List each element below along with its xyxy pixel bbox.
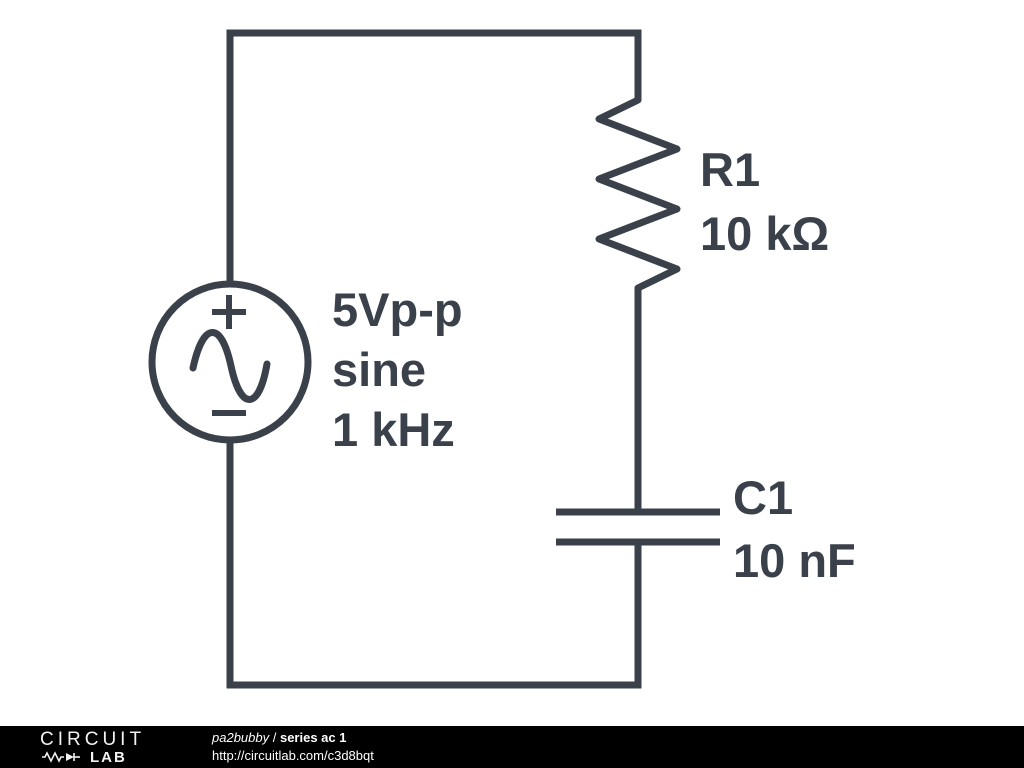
footer-separator: / xyxy=(269,730,280,746)
capacitor-symbol xyxy=(556,508,720,546)
footer-bar: CIRCUIT LAB pa2bubby / series ac 1 http:… xyxy=(0,726,1024,768)
circuit-schematic: 5Vp-p sine 1 kHz R1 10 kΩ C1 10 nF xyxy=(148,29,856,689)
footer-meta: pa2bubby / series ac 1 http://circuitlab… xyxy=(212,729,374,764)
resistor-name-label: R1 xyxy=(700,143,760,196)
capacitor-name-label: C1 xyxy=(733,471,793,524)
logo-circuit-text: CIRCUIT xyxy=(40,728,146,750)
source-label-line2: sine xyxy=(332,343,426,396)
logo-lab-text: LAB xyxy=(90,748,127,766)
footer-circuit-title: series ac 1 xyxy=(279,730,347,746)
logo-bottom-row: LAB xyxy=(40,750,176,765)
plus-sign-icon xyxy=(212,295,246,329)
source-label-line3: 1 kHz xyxy=(332,403,455,456)
footer-author-title-line: pa2bubby / series ac 1 xyxy=(212,729,374,747)
source-label-line1: 5Vp-p xyxy=(332,283,463,336)
circuitlab-logo: CIRCUIT LAB xyxy=(40,730,176,765)
capacitor-value-label: 10 nF xyxy=(733,534,856,587)
footer-url: http://circuitlab.com/c3d8bqt xyxy=(212,748,374,763)
resistor-symbol xyxy=(595,96,681,292)
sine-wave-icon xyxy=(189,329,271,403)
resistor-value-label: 10 kΩ xyxy=(700,207,829,260)
resistor-diode-icon xyxy=(42,751,80,763)
voltage-source-symbol xyxy=(148,280,312,444)
wire-top-run xyxy=(226,29,642,284)
wire-bottom-run xyxy=(226,440,642,689)
footer-author: pa2bubby xyxy=(212,730,270,746)
